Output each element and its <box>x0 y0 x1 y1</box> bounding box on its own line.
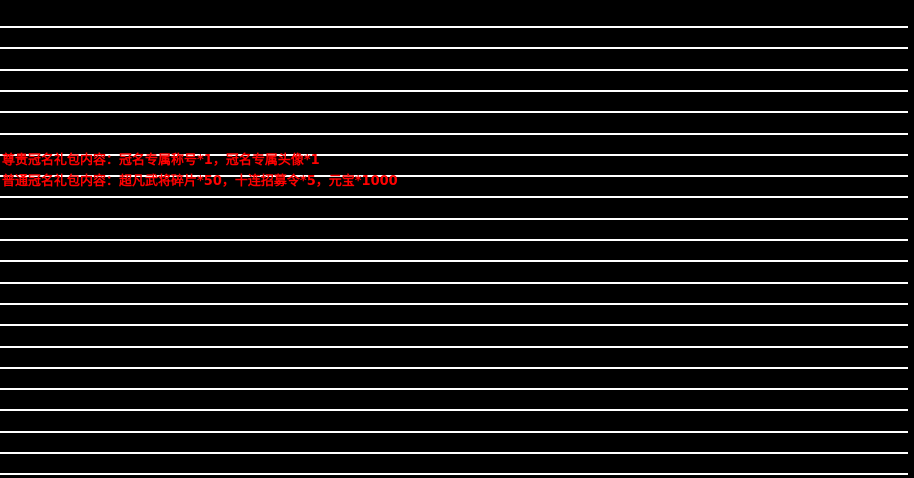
separator-rule <box>0 154 908 156</box>
separator-rule <box>0 431 908 433</box>
separator-rule <box>0 196 908 198</box>
separator-rule <box>0 90 908 92</box>
separator-rule <box>0 346 908 348</box>
separator-rule <box>0 452 908 454</box>
separator-rule <box>0 324 908 326</box>
separator-rule <box>0 111 908 113</box>
separator-rule <box>0 303 908 305</box>
row-premium-package: 尊贵冠名礼包内容：冠名专属称号*1，冠名专属头像*1 <box>2 153 320 168</box>
separator-rule <box>0 409 908 411</box>
separator-rule <box>0 239 908 241</box>
row-standard-package: 普通冠名礼包内容：超凡武将碎片*50，十连招募令*5，元宝*1000 <box>2 174 398 189</box>
separator-rule <box>0 260 908 262</box>
separator-rule <box>0 47 908 49</box>
separator-rule <box>0 26 908 28</box>
separator-rule <box>0 388 908 390</box>
separator-rule <box>0 218 908 220</box>
separator-rule <box>0 367 908 369</box>
separator-rule <box>0 133 908 135</box>
separator-rule <box>0 473 908 475</box>
separator-rule <box>0 282 908 284</box>
separator-rule <box>0 69 908 71</box>
separator-rule <box>0 175 908 177</box>
